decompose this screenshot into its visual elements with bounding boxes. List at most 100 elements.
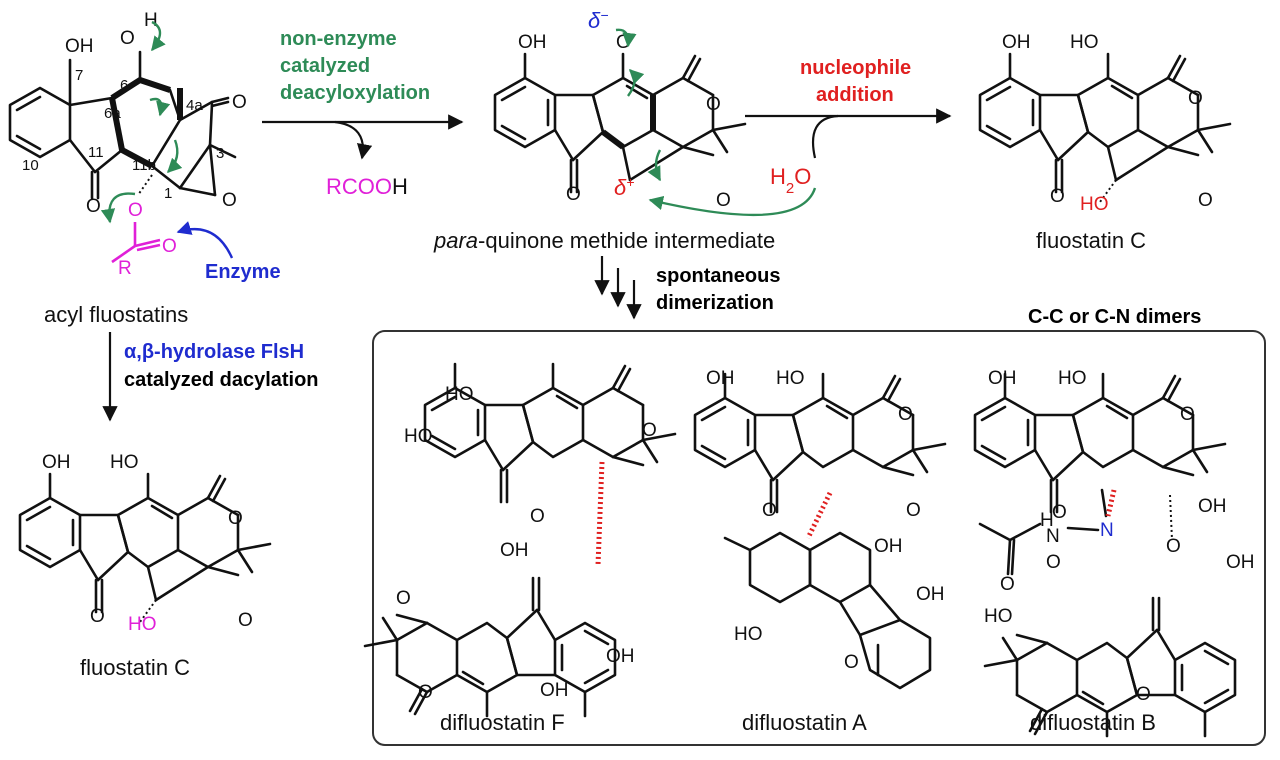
dif-b-o3-label: O [1166, 536, 1181, 557]
fc-bot-ho-label: HO [128, 614, 157, 635]
step-dimer-line1: spontaneous [656, 265, 780, 287]
dif-b-oh3-label: OH [1198, 496, 1227, 517]
pqm-epoxide-o-label: O [716, 190, 731, 211]
pqm-italic: para [433, 228, 478, 253]
water-label: H2O [770, 164, 811, 197]
pqm-c11-o-label: O [566, 184, 581, 205]
atom-number-3: 3 [216, 145, 224, 162]
difluostatin-a-structure [693, 372, 947, 690]
acyl-fluostatin-structure [8, 50, 237, 200]
pqm-ketone-o-label: O [706, 94, 721, 115]
epoxide-o-label: O [222, 190, 237, 211]
dif-f-ho2-label: HO [404, 426, 433, 447]
rcooh-label: RCOOH [326, 174, 408, 199]
dimer-box-title: C-C or C-N dimers [1028, 306, 1201, 328]
step-hydrolase-line2: catalyzed dacylation [124, 369, 319, 391]
dif-a-oh4-label: OH [916, 584, 945, 605]
byproduct-arrow-icon [334, 120, 373, 160]
step-deacyl-line3: deacyloxylation [280, 82, 430, 104]
fc-top-ketone-o-label: O [1188, 88, 1203, 109]
acyl-fluostatins-label: acyl fluostatins [44, 302, 188, 327]
dif-a-oh2-label: HO [776, 368, 805, 389]
dif-a-oh3-label: OH [874, 536, 903, 557]
atom-number-6a: 6a [104, 105, 121, 122]
delta-minus-label: δ− [588, 7, 608, 33]
dimer-box [372, 330, 1266, 746]
carbonyl-o-label: O [162, 236, 177, 257]
dif-b-oh2-label: HO [1058, 368, 1087, 389]
fc-bot-c11-o-label: O [90, 606, 105, 627]
fluostatin-c-bottom-label: fluostatin C [80, 655, 190, 680]
enzyme-label: Enzyme [205, 261, 281, 283]
atom-number-6: 6 [120, 77, 128, 94]
push-arrow-icon [647, 149, 662, 182]
fc-bot-oh1-label: OH [42, 452, 71, 473]
difluostatin-a-label: difluostatin A [742, 710, 867, 735]
difluostatin-f-label: difluostatin F [440, 710, 565, 735]
step-deacyl-line1: non-enzyme [280, 28, 397, 50]
step-nucleophile-line2: addition [816, 84, 894, 106]
r-group-label: R [118, 258, 132, 279]
push-arrow-icon [627, 68, 645, 97]
dif-f-o2-label: O [530, 506, 545, 527]
atom-number-7: 7 [75, 67, 83, 84]
delta-plus-symbol: δ [614, 175, 627, 200]
c11-o-label: O [86, 196, 101, 217]
rcooh-h-part: H [392, 174, 408, 199]
difluostatin-b-structure [973, 372, 1237, 738]
step-deacyl-line2: catalyzed [280, 55, 370, 77]
dif-b-o4-label: O [1000, 574, 1015, 595]
delta-plus-label: δ+ [614, 174, 634, 200]
step-dimer-line2: dimerization [656, 292, 774, 314]
push-arrow-icon [166, 139, 183, 174]
atom-number-10: 10 [22, 157, 39, 174]
dif-a-o2-label: O [762, 500, 777, 521]
dif-b-n1-label: N [1046, 526, 1060, 547]
fc-top-oh2-label: HO [1070, 32, 1099, 53]
pqm-label: para-quinone methide intermediate [433, 228, 775, 253]
delta-minus-symbol: δ [588, 8, 601, 33]
difluostatin-b-label: difluostatin B [1030, 710, 1156, 735]
atom-number-1: 1 [164, 185, 172, 202]
ketone-o-label: O [232, 92, 247, 113]
dif-b-o6-label: O [1136, 684, 1151, 705]
oh-7-label: OH [65, 36, 94, 57]
atom-number-4a: 4a [186, 97, 203, 114]
dif-f-oh1-label: OH [500, 540, 529, 561]
dif-b-o5-label: O [1046, 552, 1061, 573]
step-nucleophile-line1: nucleophile [800, 57, 911, 79]
rcooh-magenta-part: RCOO [326, 174, 392, 199]
push-arrow-icon [151, 20, 166, 52]
dif-f-oh2-label: OH [606, 646, 635, 667]
fc-top-ho-label: HO [1080, 194, 1109, 215]
fc-top-epoxide-o-label: O [1198, 190, 1213, 211]
fluostatin-c-top-structure [978, 52, 1232, 203]
dif-b-o1-label: O [1180, 404, 1195, 425]
pqm-rest: -quinone methide intermediate [478, 228, 775, 253]
fluostatin-c-bottom-structure [18, 472, 272, 623]
h-6-label: H [144, 10, 158, 31]
enzyme-attack-arrow-icon [176, 221, 234, 259]
quinone-methide-structure [493, 52, 747, 194]
atom-number-11: 11 [88, 144, 104, 161]
oh-6-label: O [120, 28, 135, 49]
dif-f-oh3-label: OH [540, 680, 569, 701]
dif-a-ho-label: HO [734, 624, 763, 645]
dif-f-o4-label: O [418, 682, 433, 703]
dif-b-oh1-label: OH [988, 368, 1017, 389]
dif-f-o1-label: O [642, 420, 657, 441]
dif-b-n2-label: N [1100, 520, 1114, 541]
dif-a-o1-label: O [898, 404, 913, 425]
fc-bot-oh2-label: HO [110, 452, 139, 473]
fc-top-c11-o-label: O [1050, 186, 1065, 207]
nucleophile-curve-icon [811, 114, 839, 159]
difluostatin-f-structure [363, 362, 677, 718]
dif-b-ho-label: HO [984, 606, 1013, 627]
dif-f-o3-label: O [396, 588, 411, 609]
push-arrow-icon [615, 28, 637, 48]
dif-b-o2-label: O [1052, 502, 1067, 523]
fc-bot-ketone-o-label: O [228, 508, 243, 529]
fluostatin-c-top-label: fluostatin C [1036, 228, 1146, 253]
water-attack-arrow-icon [648, 187, 817, 217]
